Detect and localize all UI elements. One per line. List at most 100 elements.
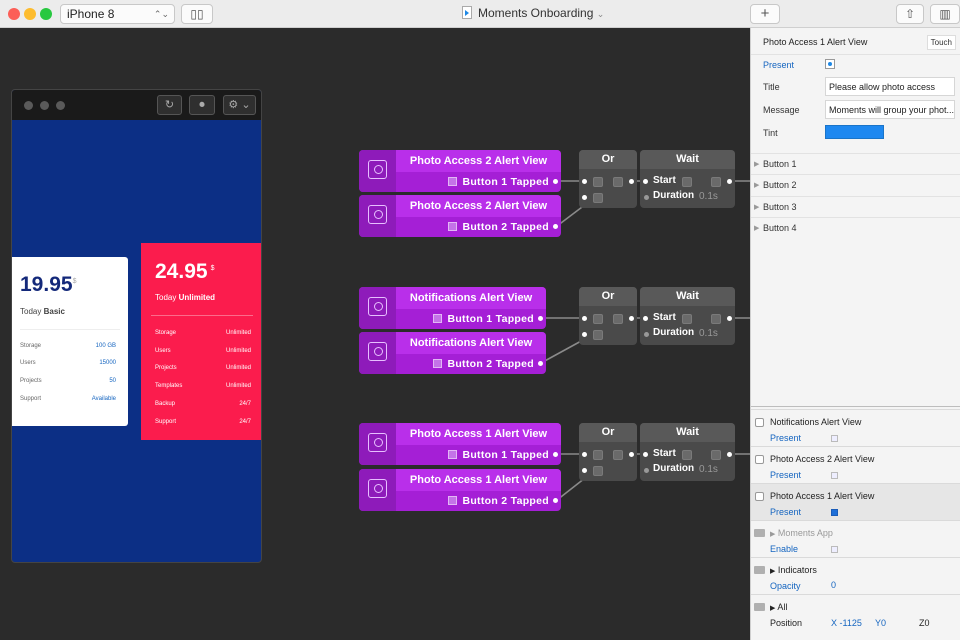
layer-item[interactable]: Photo Access 2 Alert View Present — [751, 446, 960, 483]
alert-view-patch[interactable]: Photo Access 2 Alert View Button 2 Tappe… — [359, 195, 561, 237]
basic-plan-prefix: Today — [20, 307, 42, 316]
device-rotate-button[interactable]: ▯▯ — [181, 4, 213, 24]
port-dot-icon[interactable] — [553, 498, 558, 503]
output-port[interactable]: Button 1 Tapped — [433, 313, 534, 325]
position-z-value[interactable]: Z0 — [919, 618, 930, 628]
port-dot-icon[interactable] — [582, 195, 587, 200]
layer-group-label: Indicators — [777, 565, 817, 575]
alert-view-patch[interactable]: Photo Access 2 Alert View Button 1 Tappe… — [359, 150, 561, 192]
output-port[interactable]: Button 2 Tapped — [448, 495, 549, 507]
tint-label: Tint — [763, 128, 778, 138]
port-dot-icon[interactable] — [727, 179, 732, 184]
output-port[interactable]: Button 2 Tapped — [433, 358, 534, 370]
divider — [20, 329, 120, 330]
message-field[interactable]: Moments will group your phot... — [825, 100, 955, 119]
layer-group[interactable]: ▶ Moments App Enable — [751, 520, 960, 557]
duration-value[interactable]: 0.1s — [699, 464, 718, 475]
port-dot-icon[interactable] — [553, 224, 558, 229]
output-port[interactable]: Button 1 Tapped — [448, 176, 549, 188]
patch-icon-area — [359, 287, 396, 329]
port-dot-icon[interactable] — [553, 452, 558, 457]
port-dot-icon[interactable] — [644, 332, 649, 337]
position-x-value[interactable]: X -1125 — [831, 618, 862, 628]
reload-button[interactable]: ↻ — [157, 95, 182, 115]
device-select[interactable]: iPhone 8⌃⌄ — [60, 4, 175, 24]
port-dot-icon[interactable] — [644, 468, 649, 473]
port-dot-icon[interactable] — [582, 468, 587, 473]
disclosure-triangle-icon: ▶ — [770, 568, 776, 575]
alert-view-patch[interactable]: Notifications Alert View Button 2 Tapped — [359, 332, 546, 374]
port-dot-icon[interactable] — [629, 179, 634, 184]
close-window-icon[interactable] — [8, 8, 20, 20]
minimize-window-icon[interactable] — [24, 8, 36, 20]
port-dot-icon[interactable] — [538, 316, 543, 321]
alert-view-patch[interactable]: Photo Access 1 Alert View Button 2 Tappe… — [359, 469, 561, 511]
wait-patch[interactable]: Wait Start Duration 0.1s — [640, 423, 735, 481]
port-square-icon — [433, 314, 443, 323]
inspector-panel: Photo Access 1 Alert View Touch Present … — [750, 28, 960, 640]
wait-patch[interactable]: Wait Start Duration 0.1s — [640, 150, 735, 208]
row-value: Unlimited — [225, 348, 251, 354]
layer-property-checkbox[interactable] — [831, 472, 838, 479]
button-group-row[interactable]: ▶Button 3 — [751, 196, 960, 217]
output-port-icon — [711, 450, 721, 460]
port-dot-icon[interactable] — [629, 452, 634, 457]
layout-toggle-button[interactable]: ▥ — [930, 4, 960, 24]
layer-property-checkbox[interactable] — [831, 546, 838, 553]
row-label: Templates — [155, 383, 183, 389]
record-button[interactable]: ⏺ — [189, 95, 215, 115]
button-group-row[interactable]: ▶Button 2 — [751, 174, 960, 195]
port-dot-icon[interactable] — [582, 332, 587, 337]
input-port-icon — [593, 314, 603, 324]
duration-value[interactable]: 0.1s — [699, 191, 718, 202]
add-button[interactable]: + — [750, 4, 780, 24]
layer-property-checkbox[interactable] — [831, 435, 838, 442]
or-patch[interactable]: Or — [579, 287, 637, 345]
layer-item-selected[interactable]: Photo Access 1 Alert View Present — [751, 483, 960, 520]
port-dot-icon[interactable] — [582, 179, 587, 184]
port-dot-icon[interactable] — [629, 316, 634, 321]
duration-value[interactable]: 0.1s — [699, 328, 718, 339]
document-title[interactable]: Moments Onboarding ⌄ — [462, 6, 604, 20]
port-dot-icon[interactable] — [643, 316, 648, 321]
port-dot-icon[interactable] — [727, 452, 732, 457]
alert-view-patch[interactable]: Notifications Alert View Button 1 Tapped — [359, 287, 546, 329]
port-dot-icon[interactable] — [727, 316, 732, 321]
tint-color-swatch[interactable] — [825, 125, 884, 139]
disclosure-triangle-icon: ▶ — [770, 531, 776, 538]
button-group-row[interactable]: ▶Button 4 — [751, 217, 960, 238]
or-patch[interactable]: Or — [579, 150, 637, 208]
port-dot-icon[interactable] — [644, 195, 649, 200]
window-dot-icon — [40, 101, 49, 110]
alert-view-patch[interactable]: Photo Access 1 Alert View Button 1 Tappe… — [359, 423, 561, 465]
layer-group[interactable]: ▶ All Position X -1125 Y0 Z0 — [751, 594, 960, 640]
settings-menu-button[interactable]: ⚙ ⌄ — [223, 95, 256, 115]
wait-patch[interactable]: Wait Start Duration 0.1s — [640, 287, 735, 345]
port-dot-icon[interactable] — [538, 361, 543, 366]
or-patch[interactable]: Or — [579, 423, 637, 481]
button-group-row[interactable]: ▶Button 1 — [751, 153, 960, 174]
opacity-value[interactable]: 0 — [831, 580, 837, 590]
port-dot-icon[interactable] — [582, 316, 587, 321]
port-dot-icon[interactable] — [643, 452, 648, 457]
duration-label: Duration — [653, 327, 695, 338]
port-dot-icon[interactable] — [582, 452, 587, 457]
layer-group[interactable]: ▶ Indicators Opacity 0 — [751, 557, 960, 594]
basic-price: 19.95$ — [20, 273, 76, 297]
port-dot-icon[interactable] — [643, 179, 648, 184]
position-y-value[interactable]: Y0 — [875, 618, 887, 628]
zoom-window-icon[interactable] — [40, 8, 52, 20]
output-port[interactable]: Button 2 Tapped — [448, 221, 549, 233]
title-field[interactable]: Please allow photo access — [825, 77, 955, 96]
layer-item[interactable]: Notifications Alert View Present — [751, 409, 960, 446]
touch-button[interactable]: Touch — [926, 35, 956, 50]
layer-property-checkbox[interactable] — [831, 509, 838, 516]
share-button[interactable]: ⇧ — [896, 4, 924, 24]
present-checkbox[interactable] — [825, 59, 835, 69]
output-port[interactable]: Button 1 Tapped — [448, 449, 549, 461]
port-dot-icon[interactable] — [553, 179, 558, 184]
